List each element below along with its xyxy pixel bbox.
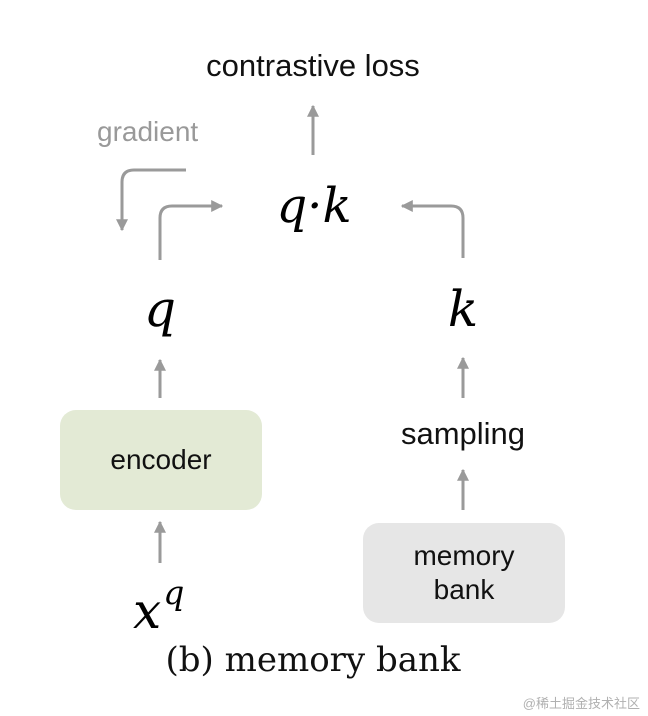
input-superscript: q <box>163 573 185 612</box>
encoder-box: encoder <box>60 410 262 510</box>
gradient-arrow <box>116 168 186 232</box>
memory-bank-line1: memory <box>413 540 515 571</box>
input-base: x <box>133 582 162 640</box>
arrow-k-to-dot <box>400 200 465 258</box>
watermark: @稀土掘金技术社区 <box>522 696 640 711</box>
arrow-q-to-dot <box>158 200 224 260</box>
contrastive-loss-label: contrastive loss <box>206 48 420 83</box>
query-variable: q <box>143 280 176 338</box>
encoder-label: encoder <box>110 444 212 475</box>
gradient-label: gradient <box>97 116 199 147</box>
memory-bank-box: memory bank <box>363 523 565 623</box>
dot-product-label: q·k <box>276 178 352 234</box>
input-variable: xq <box>133 573 184 640</box>
sampling-label: sampling <box>400 416 526 451</box>
key-variable: k <box>447 280 479 338</box>
figure-caption: (b) memory bank <box>165 640 461 680</box>
memory-bank-line2: bank <box>433 574 495 605</box>
